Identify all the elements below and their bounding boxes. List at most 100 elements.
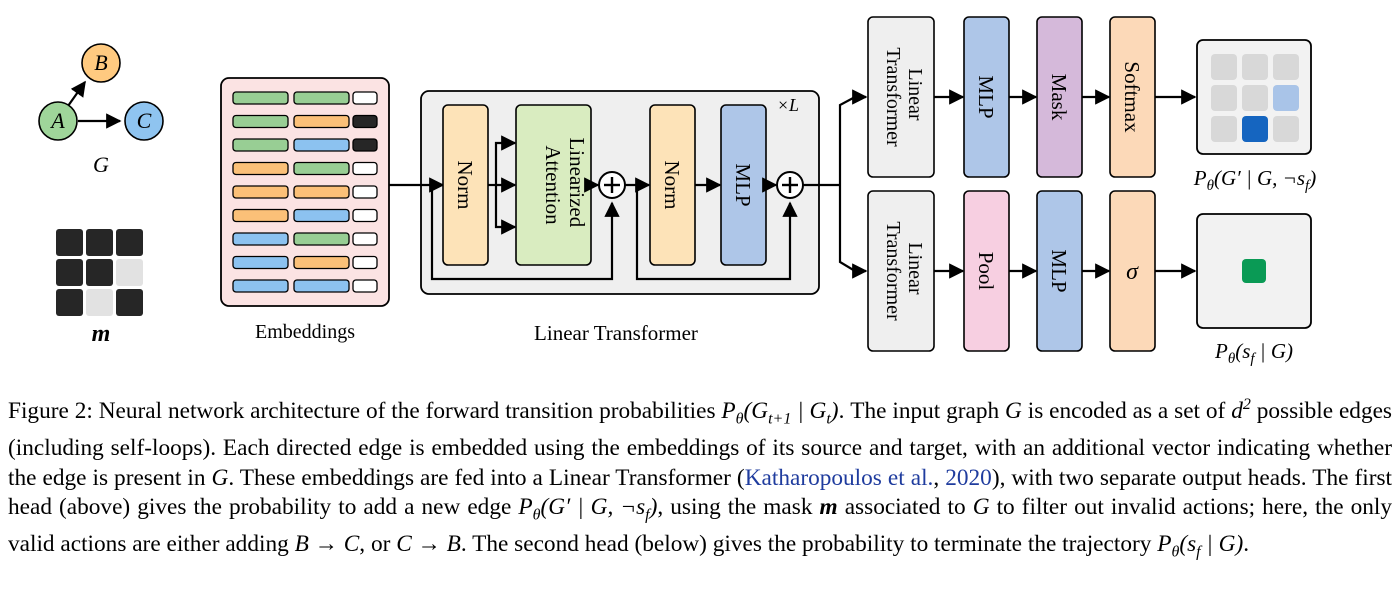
figure-label: Figure 2:	[8, 397, 93, 424]
edge-probability-cell	[1242, 116, 1268, 142]
embedding-segment	[293, 161, 350, 176]
node-a: A	[38, 101, 78, 141]
residual-add-2	[776, 171, 804, 199]
mlp-label: MLP	[731, 163, 755, 206]
caption-math-g: G	[972, 494, 990, 521]
embedding-segment	[293, 279, 350, 293]
embedding-segment	[293, 185, 350, 199]
top-mlp-box: MLP	[963, 16, 1010, 178]
stop-probability-marker	[1242, 259, 1266, 283]
caption-text: .	[1243, 531, 1250, 558]
embedding-segment	[352, 185, 378, 199]
mask-cell	[86, 259, 113, 286]
node-b-label: B	[94, 50, 107, 75]
embedding-segment	[293, 208, 350, 223]
embedding-segment	[352, 161, 378, 176]
mask-label: m	[92, 321, 111, 347]
top-lt-label-2: Transformer	[882, 47, 904, 147]
embedding-segment	[232, 91, 289, 105]
embedding-segment	[352, 91, 378, 105]
edge-probability-cell	[1211, 116, 1237, 142]
bottom-mlp-box: MLP	[1036, 190, 1083, 352]
mask-cell	[56, 259, 83, 286]
caption-text: is encoded as a set of	[1027, 397, 1226, 424]
caption-math-c-to-b: C → B	[396, 531, 461, 558]
embedding-segment	[352, 138, 378, 152]
caption-text: , or	[359, 531, 391, 558]
caption-text: associated to	[844, 494, 966, 521]
embedding-segment	[293, 232, 350, 246]
bottom-lt-label-1: Linear	[904, 242, 926, 295]
embedding-rows	[232, 91, 378, 293]
bottom-linear-transformer-box: Linear Transformer	[867, 190, 935, 352]
embedding-segment	[232, 138, 289, 152]
bottom-head: Linear Transformer Pool MLP σ Pθ(sf | G)	[867, 190, 1312, 367]
norm-2-label: Norm	[660, 161, 684, 210]
edge-probability-cell	[1242, 85, 1268, 111]
mask-cell	[116, 229, 143, 256]
edge-probability-cell	[1273, 54, 1299, 80]
edge-probability-cell	[1211, 54, 1237, 80]
caption-text: possible edges (including self-loops). E…	[8, 397, 1392, 491]
caption-text: , using the mask	[657, 494, 813, 521]
caption-math-stop: Pθ(sf | G)	[1157, 531, 1244, 562]
embedding-segment	[293, 255, 350, 270]
softmax-box: Softmax	[1109, 16, 1156, 178]
softmax-label: Softmax	[1120, 61, 1144, 133]
embedding-segment	[232, 208, 289, 223]
top-output-label: Pθ(G′ | G, ¬sf)	[1193, 166, 1316, 194]
mask-cell	[86, 289, 113, 316]
svg-text:Linear Transformer: Linear Transformer	[882, 221, 926, 321]
transformer-label: Linear Transformer	[534, 321, 698, 345]
caption-math-d2: d2	[1231, 396, 1251, 424]
node-c: C	[124, 101, 164, 141]
top-linear-transformer-box: Linear Transformer	[867, 16, 935, 178]
attention-label-1: Linearized	[565, 137, 589, 227]
embedding-segment	[352, 255, 378, 270]
mask-box-label: Mask	[1047, 74, 1071, 121]
norm-1-box: Norm	[442, 104, 489, 266]
pool-box: Pool	[963, 190, 1010, 352]
sigmoid-box: σ	[1109, 190, 1156, 352]
linearized-attention-box: Linearized Attention	[515, 104, 592, 266]
embedding-segment	[352, 114, 378, 129]
edge-probability-grid	[1211, 54, 1299, 142]
caption-text: ), with two separate output heads. The f…	[8, 464, 1392, 521]
embedding-segment	[352, 208, 378, 223]
caption-text: . The input graph	[838, 397, 1000, 424]
stop-probability-output	[1196, 213, 1312, 329]
mask-grid	[56, 229, 143, 316]
embedding-segment	[232, 114, 289, 129]
caption-math-forward-prob: Pθ(Gt+1 | Gt)	[721, 397, 839, 428]
caption-text: . These embeddings are fed into a Linear…	[228, 464, 745, 491]
caption-math-add-edge: Pθ(G′ | G, ¬sf)	[518, 494, 658, 524]
embedding-segment	[232, 161, 289, 176]
embedding-segment	[232, 232, 289, 246]
svg-text:Linearized Attention: Linearized Attention	[541, 137, 589, 232]
mlp-box: MLP	[720, 104, 767, 266]
attention-label-2: Attention	[541, 145, 565, 225]
node-b: B	[81, 43, 121, 83]
bottom-lt-label-2: Transformer	[882, 221, 904, 321]
bottom-output-label: Pθ(sf | G)	[1214, 339, 1293, 367]
embedding-segment	[352, 279, 378, 293]
node-a-label: A	[49, 108, 65, 133]
norm-1-label: Norm	[453, 161, 477, 210]
citation-link[interactable]: Katharopoulos et al., 2020	[744, 464, 992, 491]
edge-probability-cell	[1273, 85, 1299, 111]
edge-probability-cell	[1273, 116, 1299, 142]
linear-transformer-block: ×L Norm Linearized Attention	[420, 90, 820, 345]
embedding-segment	[232, 279, 289, 293]
caption-math-g: G	[211, 464, 229, 491]
top-mlp-label: MLP	[974, 75, 998, 118]
edge-probability-output	[1196, 39, 1312, 155]
svg-text:Linear Transformer: Linear Transformer	[882, 47, 926, 147]
residual-add-1	[598, 171, 626, 199]
top-head: Linear Transformer MLP Mask Softmax Pθ(G…	[867, 16, 1316, 194]
embedding-segment	[293, 91, 350, 105]
mask-cell	[86, 229, 113, 256]
embeddings-label: Embeddings	[255, 321, 355, 343]
edge-probability-cell	[1211, 85, 1237, 111]
mask-box: Mask	[1036, 16, 1083, 178]
caption-math-g: G	[1005, 397, 1022, 424]
